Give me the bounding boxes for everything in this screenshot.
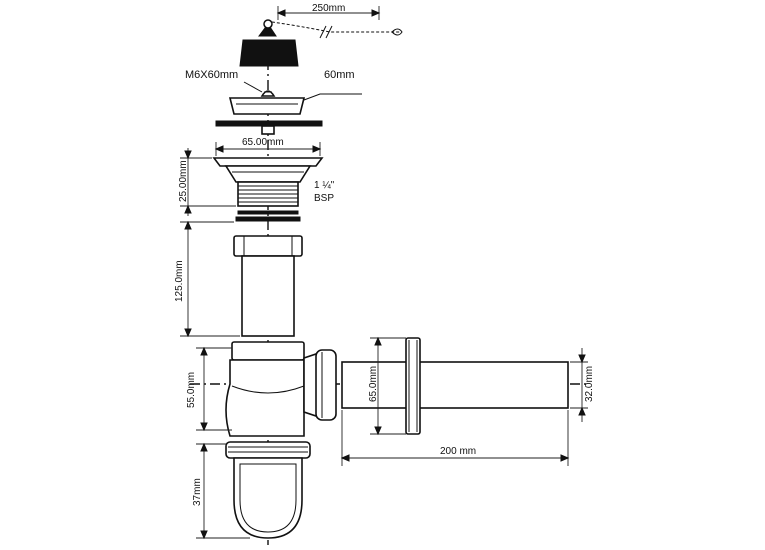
tail-length-label: 125.0mm (174, 260, 185, 302)
grate-diameter-label: 60mm (324, 69, 355, 81)
plug-with-chain (239, 19, 403, 67)
thread-type-label: BSP (314, 193, 334, 204)
chain-dimension: 250mm (276, 3, 381, 20)
flange-diameter-label: 65.00mm (242, 137, 284, 148)
flange-diameter-dimension: 65.00mm (214, 137, 322, 156)
outlet-flange (212, 157, 324, 207)
outlet-pipe (341, 337, 569, 435)
strainer-grate (228, 90, 306, 115)
body-height-label: 55.0mm (186, 372, 197, 408)
outlet-length-dimension: 200 mm (340, 410, 570, 466)
chain-length-label: 250mm (312, 3, 345, 14)
flange-height-dimension: 25.00mm (178, 148, 236, 216)
outlet-diameter-label: 32.0mm (584, 366, 595, 402)
outlet-diameter-dimension: 32.0mm (570, 348, 595, 422)
washer-1 (237, 210, 299, 215)
outlet-length-label: 200 mm (440, 446, 476, 457)
bottle-cup (225, 441, 311, 539)
outlet-flange-dimension: 65.0mm (368, 336, 406, 436)
cup-height-dimension: 37mm (192, 442, 250, 540)
thread-size-label: 1 ¼" (314, 179, 335, 191)
tail-length-dimension: 125.0mm (174, 220, 240, 338)
screw-label: M6X60mm (185, 69, 238, 81)
trap-body (225, 341, 337, 437)
washer-2 (235, 216, 301, 222)
flange-height-label: 25.00mm (178, 160, 189, 202)
tail-pipe (233, 235, 303, 337)
body-height-dimension: 55.0mm (186, 346, 232, 432)
outlet-flange-diameter-label: 65.0mm (368, 366, 379, 402)
cup-height-label: 37mm (192, 478, 203, 506)
